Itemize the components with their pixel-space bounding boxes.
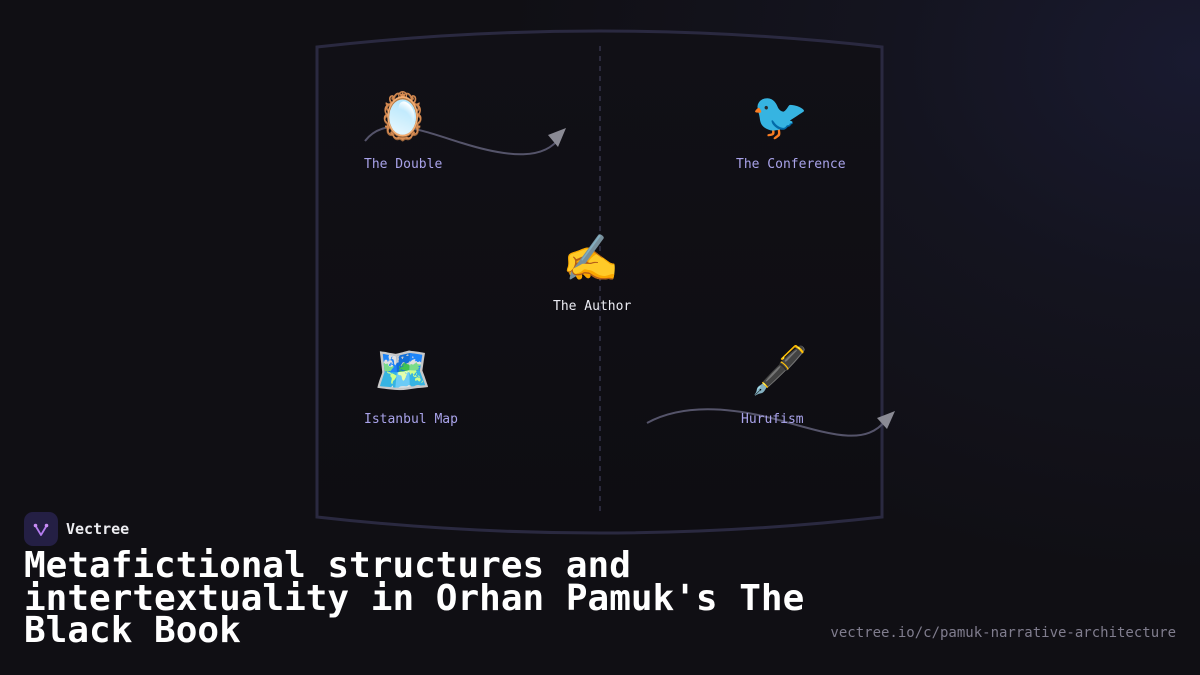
page-url: vectree.io/c/pamuk-narrative-architectur… — [830, 625, 1176, 641]
arrowhead-hurufism-to-right — [877, 411, 895, 429]
page-title: Metafictional structures and intertextua… — [24, 545, 805, 651]
node-label-the-author: The Author — [553, 299, 632, 314]
writing-hand-icon: ✍️ — [562, 231, 620, 285]
node-label-istanbul-map: Istanbul Map — [364, 412, 458, 427]
world-map-icon: 🗺️ — [374, 343, 432, 397]
bird-icon: 🐦 — [751, 89, 809, 143]
book-frame — [315, 29, 884, 535]
node-label-the-conference: The Conference — [736, 157, 846, 172]
mirror-icon: 🪞 — [374, 89, 432, 143]
brand: Vectree — [24, 512, 129, 546]
arrow-double-to-conference — [364, 125, 561, 156]
arrow-hurufism-to-right — [646, 408, 887, 437]
node-label-the-double: The Double — [364, 157, 443, 172]
vectree-logo-icon — [24, 512, 58, 546]
fountain-pen-icon: 🖋️ — [751, 343, 809, 397]
node-label-hurufism: Hurufism — [741, 412, 804, 427]
arrowhead-double-to-conference — [548, 128, 566, 147]
brand-name: Vectree — [66, 520, 130, 538]
